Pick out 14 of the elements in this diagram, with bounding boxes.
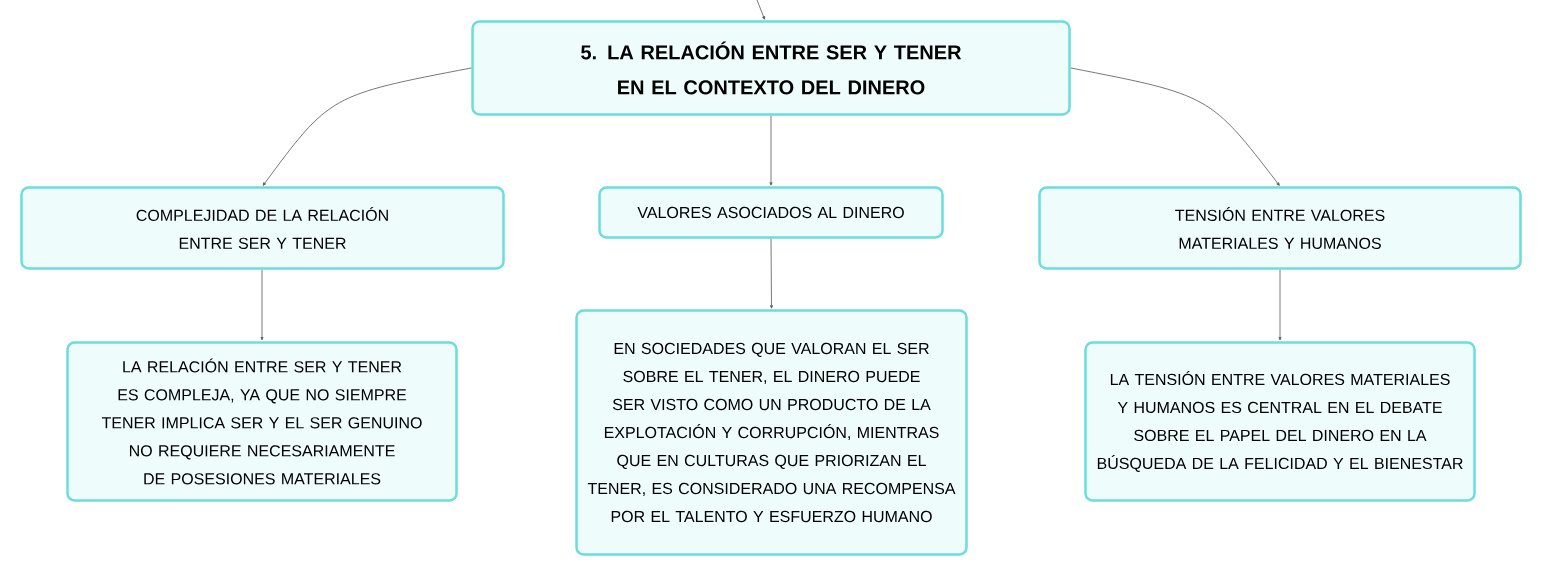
arrow [260,269,264,341]
topic-box: COMPLEJIDAD DE LA RELACIÓN ENTRE SER Y TENER [20,186,505,270]
topic-box: VALORES ASOCIADOS AL DINERO [598,186,944,239]
arrow [769,115,773,186]
topic-box: LA RELACIÓN ENTRE SER Y TENER ES COMPLEJA, YA QUE NO SIEMPRE TENER IMPLICA SER Y EL SER GENUINO NO REQUIERE NECESARIAMENTE DE POSESIONES MATERIALES [66,341,458,502]
topic-box: TENSIÓN ENTRE VALORES MATERIALES Y HUMANOS [1038,186,1522,270]
arrow [262,67,472,186]
topic-box: EN SOCIEDADES QUE VALORAN EL SER SOBRE EL TENER, EL DINERO PUEDE SER VISTO COMO UN PRODUCTO DE LA EXPLOTACIÓN Y CORRUPCIÓN, MIENTRAS QUE EN CULTURAS QUE PRIORIZAN EL TENER, ES CONSIDERADO UNA RECOMPENSA POR EL TALENTO Y ESFUERZO HUMANO [575,309,968,556]
arrow [1070,67,1280,186]
title-box: 5. LA RELACIÓN ENTRE SER Y TENER EN EL CONTEXTO DEL DINERO [471,20,1071,116]
arrow [756,0,766,20]
arrow [1278,269,1282,341]
topic-box: LA TENSIÓN ENTRE VALORES MATERIALES Y HUMANOS ES CENTRAL EN EL DEBATE SOBRE EL PAPEL DEL DINERO EN LA BÚSQUEDA DE LA FELICIDAD Y EL BIENESTAR [1084,341,1476,502]
arrow [770,238,773,309]
